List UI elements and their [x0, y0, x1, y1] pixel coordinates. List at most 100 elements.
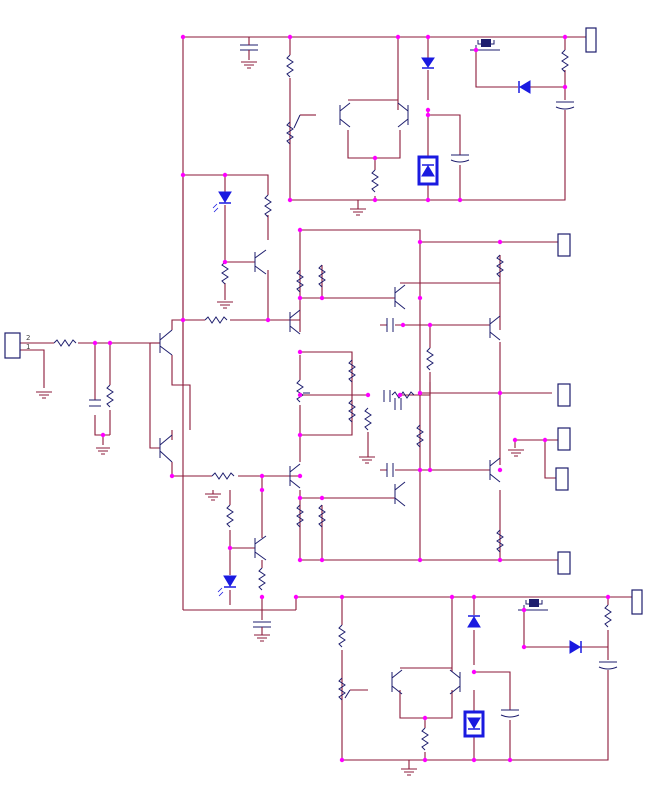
transistor-reg-bottom-2: [449, 669, 461, 695]
supply-capacitor-top: [240, 44, 258, 51]
driver-transistor-upper: [394, 284, 406, 310]
junction-node: [400, 322, 406, 328]
capacitor-reg-bottom-right: [598, 661, 618, 670]
junction-node: [222, 259, 228, 265]
junction-node: [457, 197, 463, 203]
connector-speaker: [557, 383, 571, 407]
junction-nodes: [92, 34, 611, 763]
junction-node: [372, 197, 378, 203]
resistor-bias-upper: [221, 261, 229, 285]
resistor-col-top: [296, 269, 304, 293]
capacitor-lower: [253, 621, 271, 628]
junction-node: [259, 594, 265, 600]
ground-top-cap: [241, 61, 257, 69]
capacitor-driver-upper: [386, 318, 394, 332]
resistor-reg-bottom-tail: [421, 727, 429, 751]
junction-node: [259, 473, 265, 479]
resistor-emitter-lower: [496, 529, 504, 553]
mosfet-reg-top: [470, 39, 500, 51]
junction-node: [259, 487, 265, 493]
junction-node: [605, 594, 611, 600]
potentiometer-reg-bottom: [338, 677, 351, 701]
junction-node: [287, 197, 293, 203]
junction-node: [297, 473, 303, 479]
resistor-emitter-upper: [496, 254, 504, 278]
junction-node: [293, 594, 299, 600]
junction-node: [372, 155, 378, 161]
input-transistor-q1: [159, 329, 173, 356]
junction-node: [417, 295, 423, 301]
junction-node: [227, 545, 233, 551]
connector-gnd-b: [555, 467, 569, 491]
vas-transistor-upper: [289, 309, 301, 335]
ground-reg-bottom: [401, 768, 417, 776]
diode-reg-bottom-2: [569, 640, 582, 654]
junction-node: [222, 172, 228, 178]
mosfet-reg-bottom: [518, 599, 548, 611]
resistor-reg-bottom: [338, 624, 346, 648]
resistor-r-lower: [211, 472, 235, 480]
junction-node: [297, 227, 303, 233]
junction-node: [180, 317, 186, 323]
resistor-bias-lower: [226, 504, 234, 528]
junction-node: [562, 84, 568, 90]
transistor-reg-bottom-1: [391, 669, 403, 695]
ground-bias-upper: [217, 301, 233, 309]
junction-node: [287, 34, 293, 40]
junction-node: [100, 432, 106, 438]
connector-gnd-a: [557, 427, 571, 451]
transistor-bias-upper: [254, 249, 267, 275]
resistor-vbe-1: [348, 359, 356, 383]
junction-node: [521, 644, 527, 650]
junction-node: [507, 757, 513, 763]
ground-bias-lower: [205, 493, 221, 501]
capacitor-reg-top-right: [555, 101, 575, 110]
output-transistor-upper: [489, 315, 501, 341]
junction-node: [427, 322, 433, 328]
junction-node: [417, 390, 423, 396]
junction-node: [417, 557, 423, 563]
junction-node: [422, 715, 428, 721]
diode-reg-bottom: [467, 615, 481, 628]
junction-node: [265, 317, 271, 323]
junction-node: [425, 112, 431, 118]
junction-node: [297, 432, 303, 438]
input-shunt-resistor: [106, 384, 114, 408]
ground-cap-lower: [254, 634, 270, 642]
resistor-reg-top-tail: [371, 169, 379, 193]
ground-mid: [359, 456, 375, 464]
input-capacitor: [89, 399, 101, 407]
transistor-reg-top-2: [397, 102, 409, 128]
junction-node: [497, 390, 503, 396]
junction-node: [425, 197, 431, 203]
capacitor-reg-top: [450, 154, 470, 163]
junction-node: [319, 295, 325, 301]
diode-reg-top-2: [518, 80, 531, 94]
led-upper: [212, 191, 232, 213]
resistor-vbe-2: [348, 399, 356, 423]
resistor-driver-link: [426, 347, 434, 371]
junction-node: [473, 47, 479, 53]
transistor-reg-top-1: [339, 102, 351, 128]
junction-node: [562, 34, 568, 40]
resistor-col-top-2: [318, 264, 326, 288]
potentiometer-reg-top: [286, 114, 301, 145]
junction-node: [180, 172, 186, 178]
junction-node: [297, 495, 303, 501]
zener-reg-top: [417, 155, 439, 186]
junction-node: [297, 349, 303, 355]
zener-reg-bottom: [463, 710, 485, 738]
resistor-led-upper: [264, 194, 272, 218]
junction-node: [319, 557, 325, 563]
junction-node: [471, 757, 477, 763]
junction-node: [427, 467, 433, 473]
junction-node: [542, 437, 548, 443]
junction-node: [339, 594, 345, 600]
input-pin-2-label: 2: [26, 334, 30, 342]
diode-reg-top: [421, 57, 435, 69]
junction-node: [319, 495, 325, 501]
ground-input-2: [96, 447, 110, 455]
connector-out-lower: [557, 551, 571, 575]
capacitor-driver-lower: [386, 463, 394, 477]
input-connector: [4, 332, 21, 359]
